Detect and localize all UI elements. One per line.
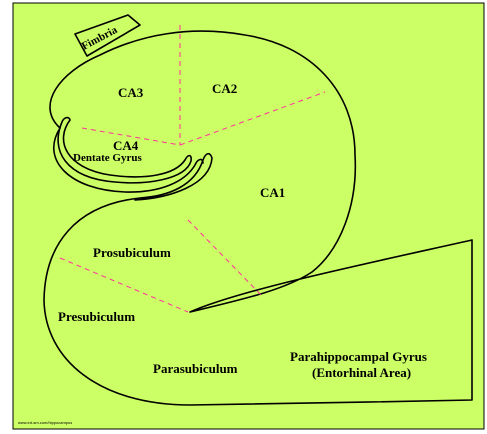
ca4-label: CA4 [113,138,139,153]
footer-credit: www.ed-sm.com/hippocampus [18,420,72,425]
prosubiculum-label: Prosubiculum [93,245,171,260]
diagram-background [12,2,485,430]
hippocampus-outline [43,30,473,406]
dentate-gyrus-label: Dentate Gyrus [73,152,142,164]
dentate-gyrus-band [57,116,192,184]
fimbria-strip [74,14,141,57]
dentate-outer-curve [53,127,204,193]
ca2-ca1-boundary [179,91,326,146]
presubiculum-label: Presubiculum [58,309,135,324]
entorhinal-area-label: (Entorhinal Area) [312,365,411,380]
parahippocampal-gyrus-label: Parahippocampal Gyrus [290,349,427,364]
ca3-label: CA3 [118,85,144,100]
ca1-label: CA1 [260,185,285,200]
ca2-label: CA2 [212,81,237,96]
parasubiculum-label: Parasubiculum [153,361,238,376]
ca3-ca4-boundary [81,127,181,146]
